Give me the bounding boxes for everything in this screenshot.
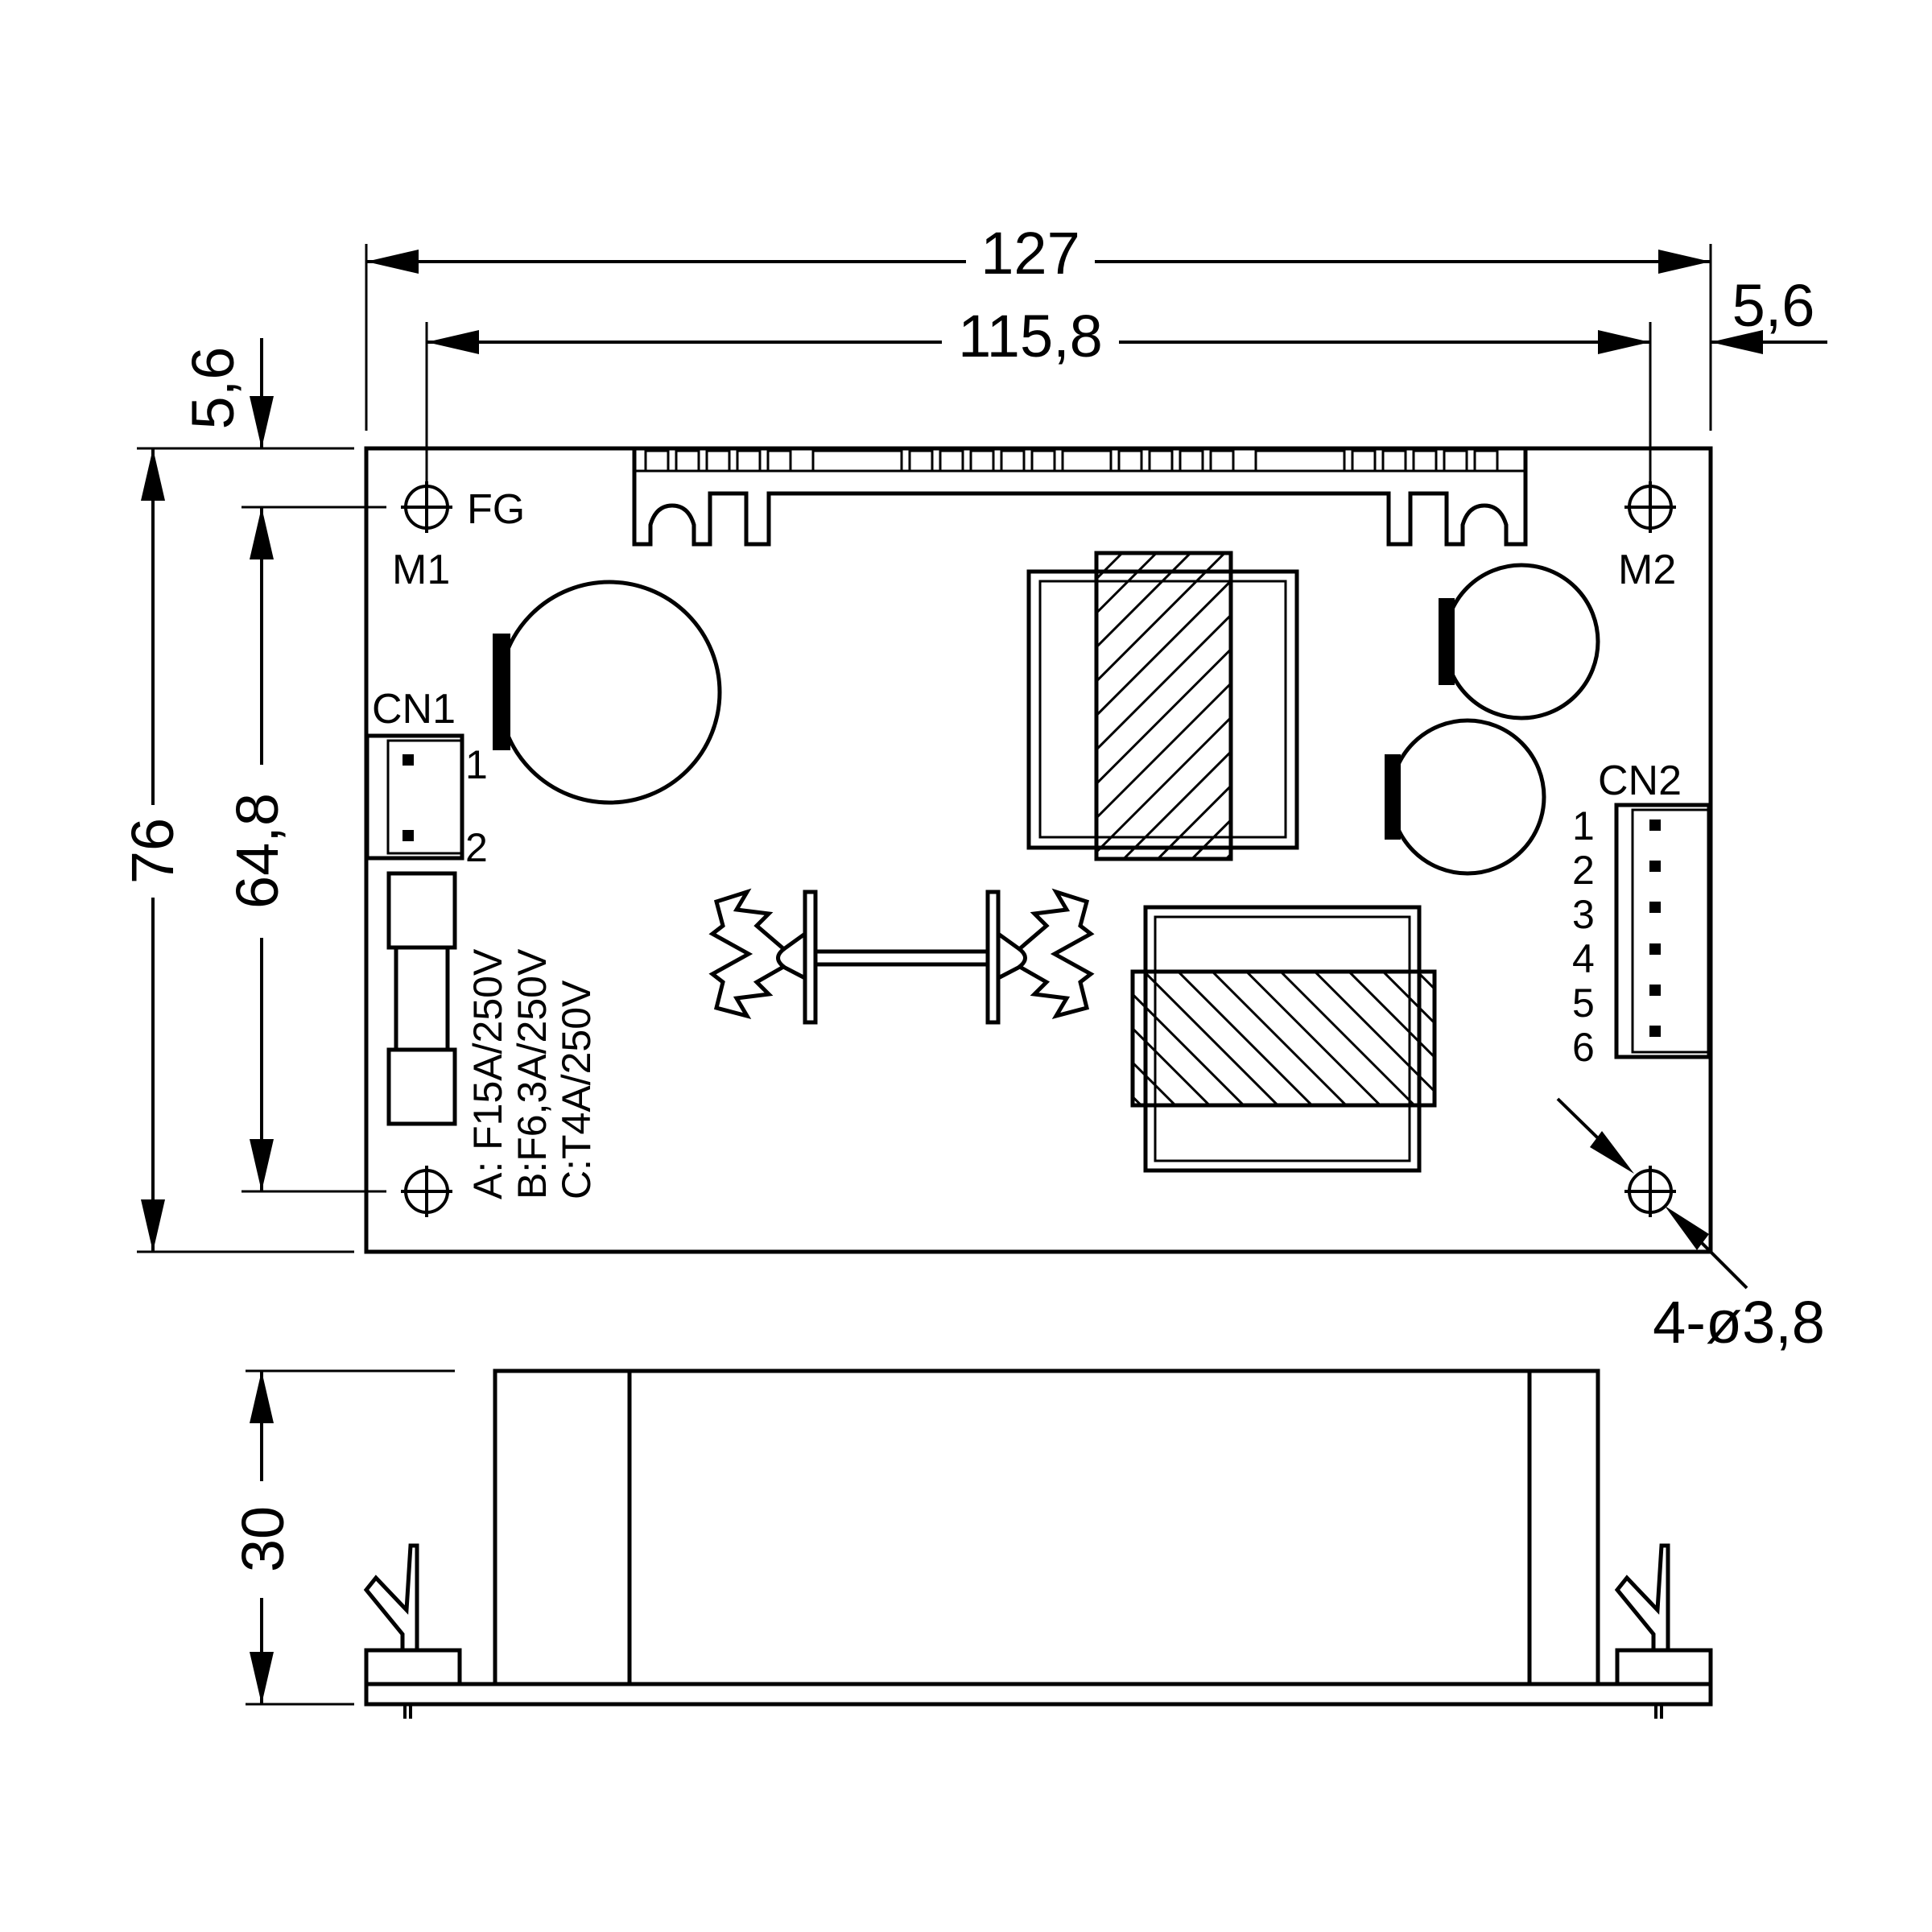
m1-label: M1 [392,547,450,593]
top-heatsink-strip [632,448,1528,547]
cn1-pin-1: 1 [465,742,488,787]
dim-side-height: 30 [229,1506,296,1572]
mounting-hole-m1 [401,481,452,533]
capacitor-large [493,580,722,805]
fuse-ratings: A: F15A/250V B:F6,3A/250V C:T4A/250V [465,948,599,1199]
cn2-pin-3: 3 [1572,892,1595,937]
dim-hole-spacing-width: 115,8 [958,303,1103,369]
m2-label: M2 [1618,547,1676,593]
dim-mounting-holes: 4-ø3,8 [1653,1289,1825,1356]
mounting-hole-bottom-left [401,1166,452,1217]
fuse [386,871,457,1126]
capacitor-right-lower [1385,718,1546,876]
cn1-connector [365,733,464,861]
cn2-label: CN2 [1598,758,1682,804]
transformer-lower [1130,905,1437,1173]
cn1-pin-2: 2 [465,825,488,870]
dim-right-offset: 5,6 [1732,272,1815,339]
cn2-connector [1614,803,1711,1059]
side-view: 30 [229,1368,1713,1719]
cn2-pin-6: 6 [1572,1025,1595,1070]
dimension-lines: 127 115,8 5,6 76 64,8 5,6 [119,220,1827,1356]
fuse-rating-a: A: F15A/250V [465,948,510,1199]
side-clip-right [1614,1543,1713,1719]
side-component-body [493,1368,1600,1686]
cn2-pin-2: 2 [1572,848,1595,893]
side-clip-left [363,1543,462,1719]
dim-hole-spacing-height: 64,8 [224,793,291,909]
cn1-label: CN1 [372,686,456,733]
cn2-pin-1: 1 [1572,803,1595,848]
dim-top-offset: 5,6 [180,347,246,430]
top-view: FG M1 M2 [364,446,1713,1254]
mounting-hole-m2 [1624,481,1676,533]
dim-overall-height: 76 [119,818,186,884]
cn2-pin-4: 4 [1572,936,1595,981]
capacitor-right-upper [1439,563,1600,720]
fuse-rating-c: C:T4A/250V [554,980,599,1199]
side-pcb [364,1682,1713,1707]
heatsink [708,888,1095,1025]
mounting-hole-bottom-right [1624,1166,1676,1217]
transformer-upper [1026,551,1299,861]
fg-label: FG [467,486,525,533]
cn2-pin-5: 5 [1572,980,1595,1026]
fuse-rating-b: B:F6,3A/250V [510,948,555,1199]
dim-overall-width: 127 [980,220,1080,287]
